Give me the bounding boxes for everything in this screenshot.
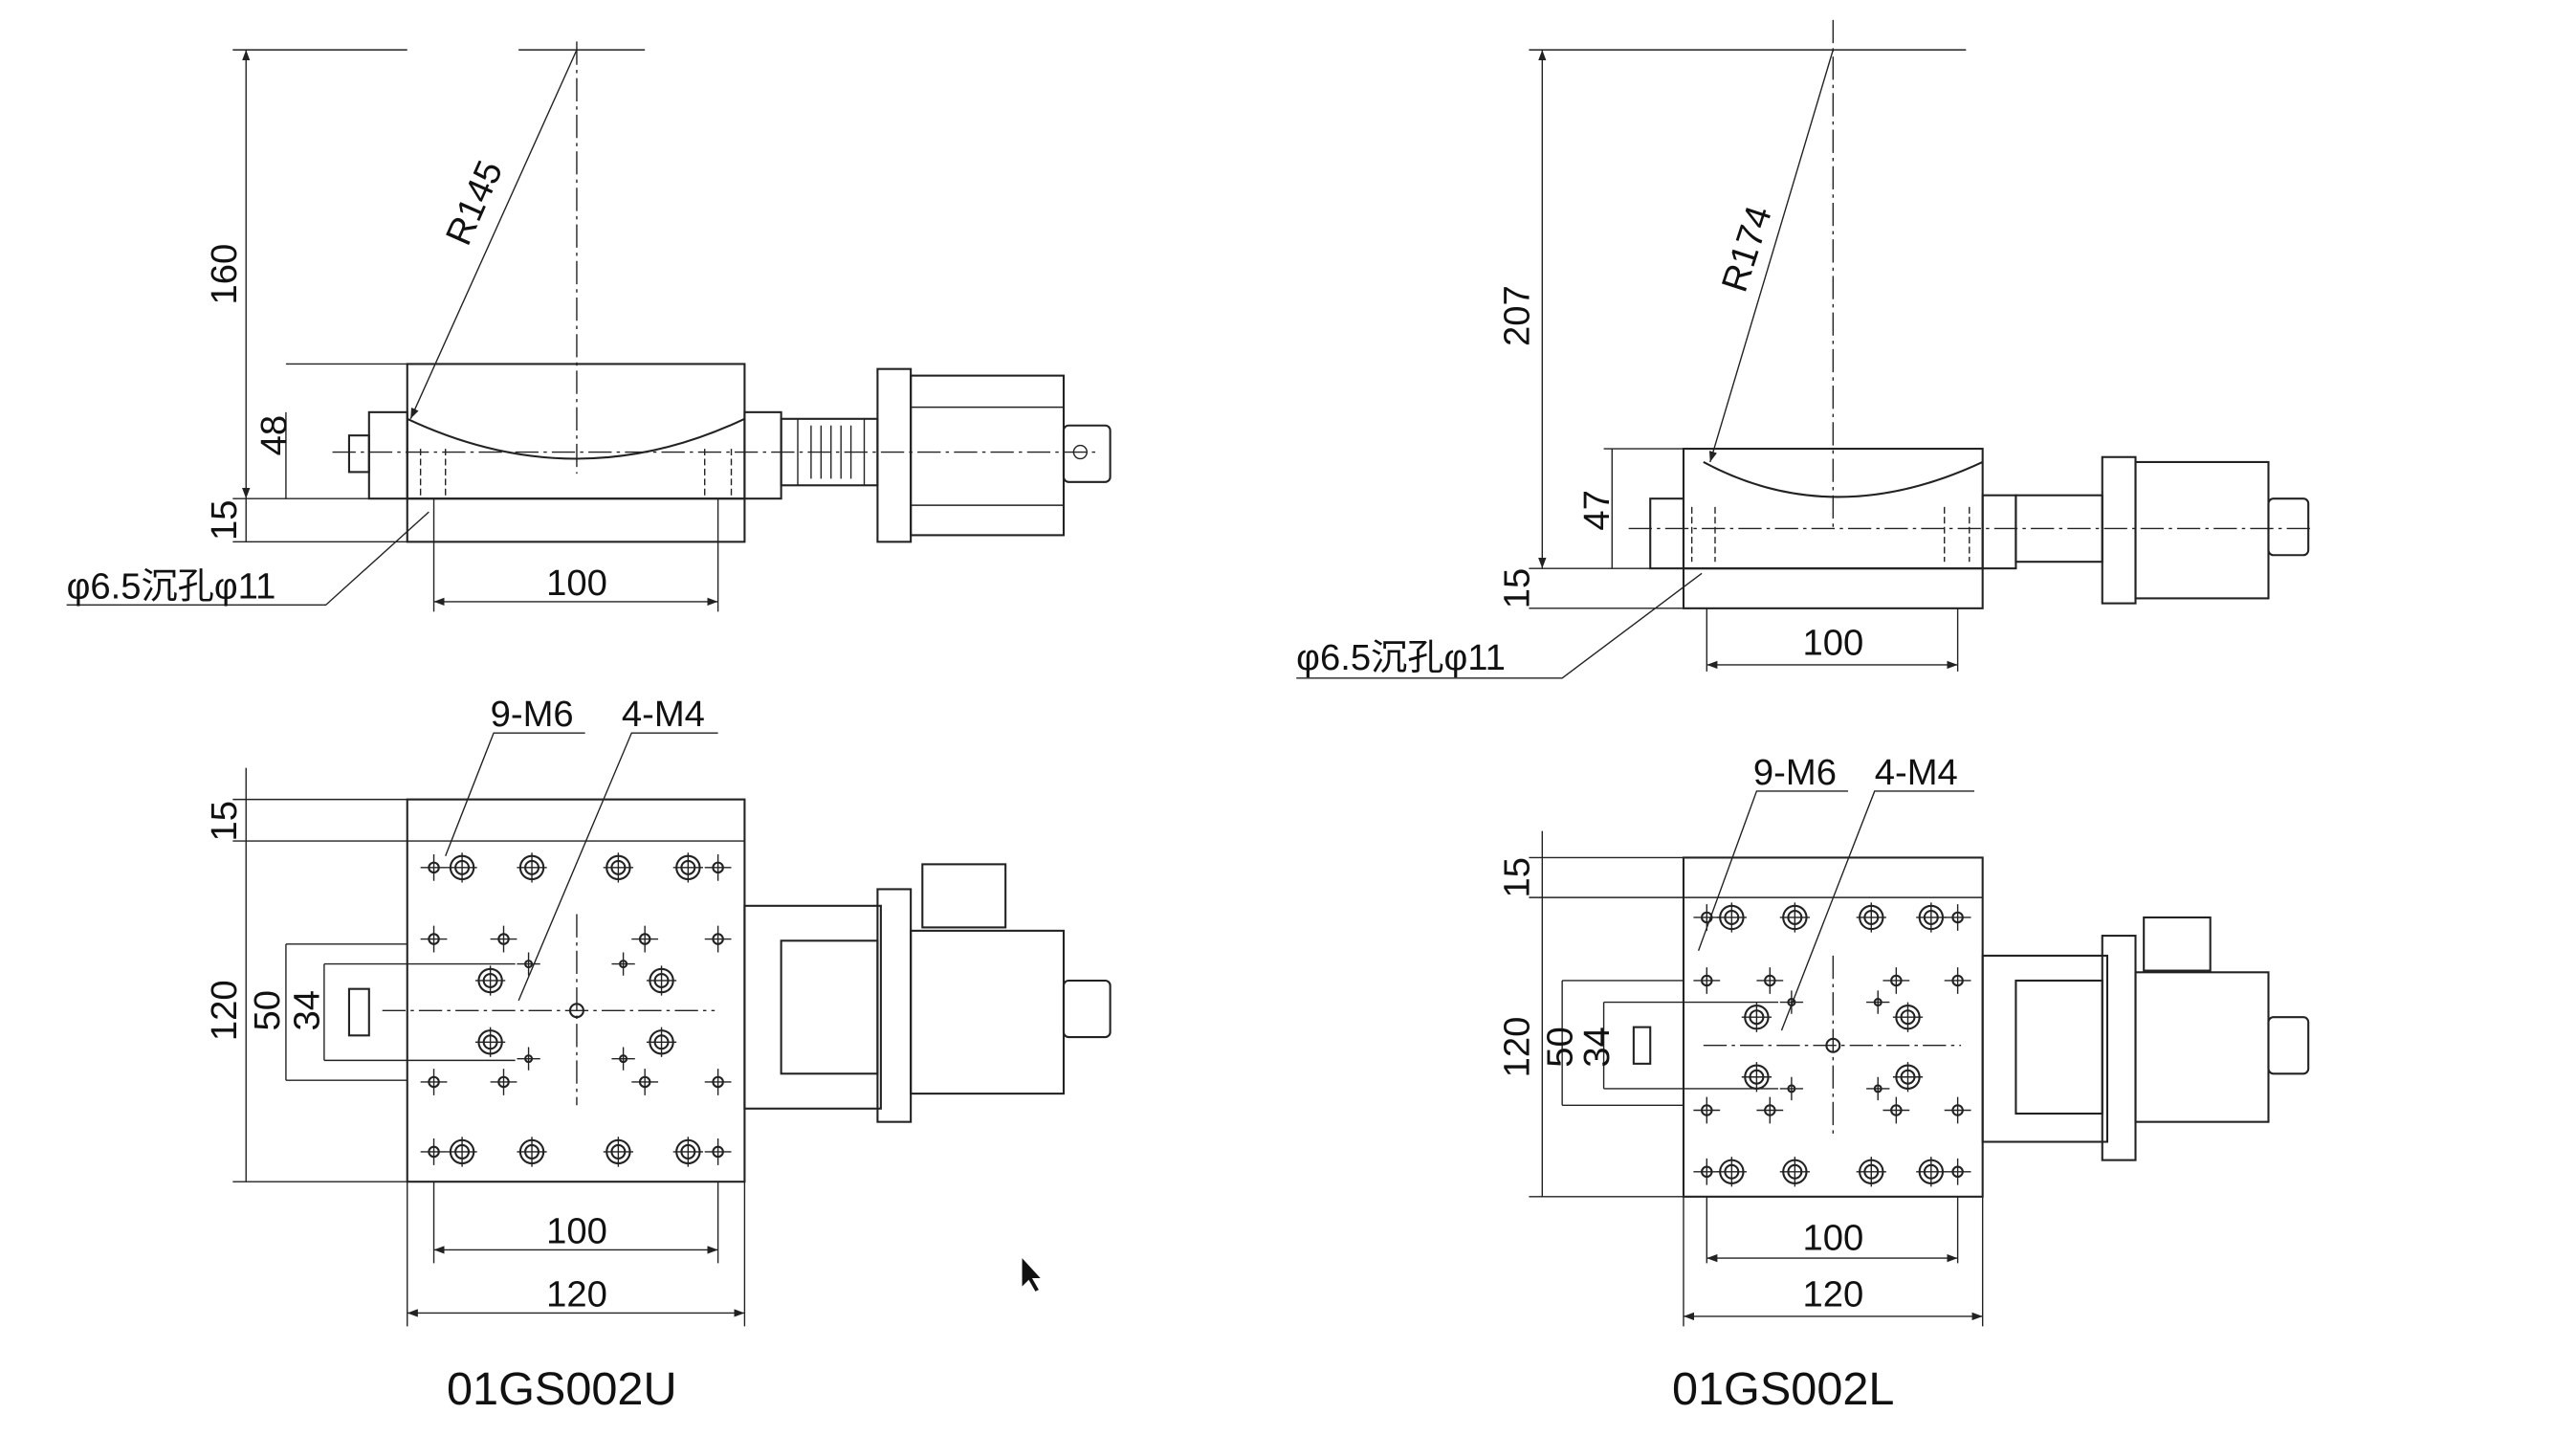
hole-centerline	[1856, 1157, 1886, 1187]
hole-centerline	[517, 1137, 547, 1167]
left-pitch-dim: 100	[546, 1210, 607, 1251]
hole-centerline	[474, 1027, 506, 1057]
hole-centerline	[1944, 967, 1971, 994]
hole-centerline	[1866, 1076, 1890, 1101]
left-width-dim: 100	[546, 563, 607, 604]
right-width-dim: 100	[1802, 622, 1863, 663]
hole-centerline	[1693, 1158, 1721, 1185]
left-thread2-label: 4-M4	[622, 694, 705, 735]
hole-centerline	[1882, 967, 1910, 994]
hole-centerline	[704, 1069, 732, 1095]
right-height120-dim: 120	[1496, 1017, 1537, 1078]
hole-centerline	[1693, 967, 1721, 994]
hole-centerline	[1944, 1096, 1971, 1124]
hole-centerline	[1779, 1076, 1804, 1101]
left-top-dim: 15	[204, 801, 245, 842]
hole-centerline	[1916, 902, 1947, 933]
hole-centerline	[490, 925, 517, 953]
right-pitch-dim: 100	[1802, 1217, 1863, 1258]
right-top-dim: 15	[1496, 857, 1537, 898]
right-plan-view: 9-M6 4-M4 15 120 50 34 100 120 01GS002L	[1496, 752, 2310, 1415]
hole-centerline	[1866, 990, 1890, 1014]
hole-centerline	[1716, 1157, 1747, 1187]
hole-centerline	[490, 1069, 517, 1095]
hole-centerline	[646, 1027, 677, 1057]
hole-centerline	[517, 952, 540, 976]
hole-centerline	[1892, 1002, 1924, 1032]
hole-centerline	[474, 965, 506, 996]
hole-centerline	[704, 1138, 732, 1165]
right-thread1-label: 9-M6	[1753, 752, 1837, 793]
left-height-dim: 160	[204, 244, 245, 305]
hole-centerline	[603, 852, 634, 883]
hole-centerline	[631, 925, 659, 953]
hole-centerline	[447, 852, 477, 883]
left-slot-inner-dim: 34	[287, 990, 328, 1031]
left-radius-dim: R145	[438, 155, 511, 252]
hole-centerline	[1779, 990, 1804, 1014]
right-slot-inner-dim: 34	[1576, 1027, 1618, 1068]
left-height120-dim: 120	[204, 980, 245, 1041]
right-slot-dim: 50	[1540, 1027, 1581, 1068]
hole-centerline	[1916, 1157, 1947, 1187]
hole-centerline	[1741, 1002, 1772, 1032]
hole-centerline	[420, 925, 448, 953]
hole-centerline	[447, 1137, 477, 1167]
right-thread2-label: 4-M4	[1875, 752, 1958, 793]
hole-centerline	[631, 1069, 659, 1095]
hole-centerline	[1779, 1157, 1811, 1187]
hole-centerline	[1892, 1062, 1924, 1093]
right-radius-dim: R174	[1714, 201, 1780, 297]
hole-centerline	[1693, 1096, 1721, 1124]
hole-centerline	[704, 925, 732, 953]
hole-centerline	[517, 1047, 540, 1071]
hole-centerline	[611, 952, 635, 976]
left-thread1-label: 9-M6	[491, 694, 574, 735]
left-base-dim: 15	[204, 500, 245, 541]
left-plan-view: 9-M6 4-M4 15 120 50 34 100 120 01GS002U	[204, 694, 1112, 1415]
right-height-dim: 207	[1496, 285, 1537, 346]
left-side-view: 160 R145 48 15 φ6.5沉孔φ11 100	[67, 41, 1112, 612]
hole-centerline	[1741, 1062, 1772, 1093]
right-width120-dim: 120	[1802, 1273, 1863, 1314]
left-model-label: 01GS002U	[447, 1363, 677, 1415]
hole-centerline	[704, 853, 732, 881]
right-body-dim: 47	[1576, 490, 1618, 531]
hole-centerline	[672, 852, 703, 883]
hole-centerline	[1756, 967, 1784, 994]
left-width120-dim: 120	[546, 1273, 607, 1314]
right-hole-note: φ6.5沉孔φ11	[1296, 637, 1506, 678]
right-base-dim: 15	[1496, 568, 1537, 609]
hole-centerline	[1882, 1096, 1910, 1124]
hole-centerline	[420, 1138, 448, 1165]
left-hole-note: φ6.5沉孔φ11	[67, 565, 276, 607]
mouse-cursor	[1022, 1258, 1041, 1292]
hole-centerline	[1944, 1158, 1971, 1185]
hole-centerline	[672, 1137, 703, 1167]
left-body-dim: 48	[253, 415, 295, 455]
hole-centerline	[611, 1047, 635, 1071]
hole-centerline	[1779, 902, 1811, 933]
hole-centerline	[420, 1069, 448, 1095]
hole-centerline	[1693, 904, 1721, 931]
left-slot-dim: 50	[247, 990, 288, 1031]
hole-centerline	[1856, 902, 1886, 933]
hole-centerline	[420, 853, 448, 881]
hole-centerline	[1756, 1096, 1784, 1124]
hole-centerline	[517, 852, 547, 883]
right-side-view: 207 R174 47 15 φ6.5沉孔φ11 100	[1296, 19, 2310, 679]
hole-centerline	[1944, 904, 1971, 931]
right-model-label: 01GS002L	[1672, 1363, 1895, 1415]
hole-centerline	[603, 1137, 634, 1167]
hole-centerline	[1716, 902, 1747, 933]
hole-centerline	[646, 965, 677, 996]
